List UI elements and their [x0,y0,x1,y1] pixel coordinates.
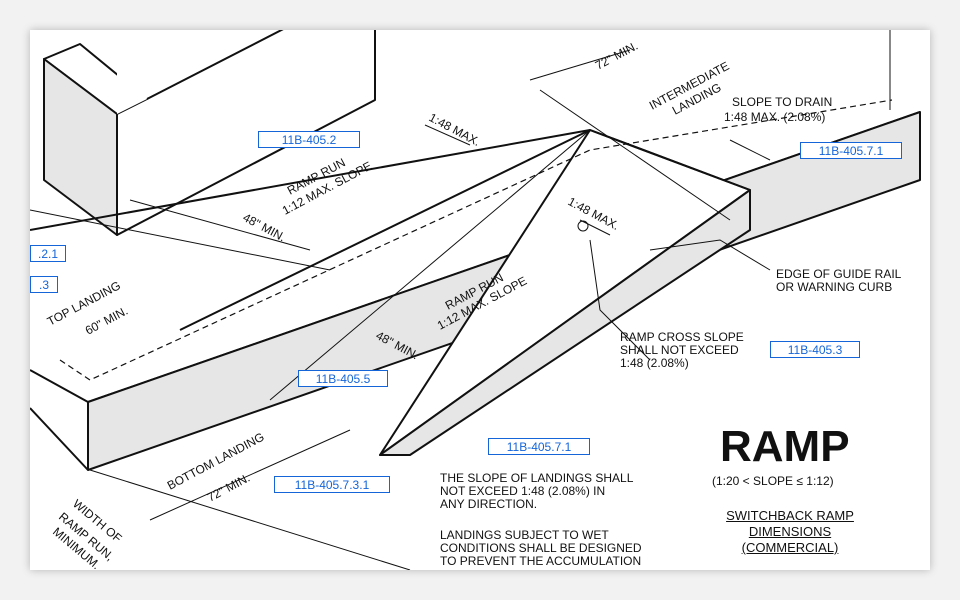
max-148-lower: 1:48 MAX. [566,194,622,233]
dim-48-upper: 48" MIN. [241,210,288,244]
landing-slope-note: THE SLOPE OF LANDINGS SHALL NOT EXCEED 1… [440,472,633,511]
dim-72-bottom: 72" MIN. [205,471,252,505]
note-line: ANY DIRECTION. [440,497,538,511]
slope-drain-line1: SLOPE TO DRAIN [732,95,832,109]
max-148-upper: 1:48 MAX. [427,110,483,149]
note-line: CONDITIONS SHALL BE DESIGNED [440,541,642,555]
ramp-drawing [30,30,921,570]
title-line: SWITCHBACK RAMP [726,508,854,523]
note-line: SHALL NOT EXCEED [620,343,739,357]
note-line: RAMP CROSS SLOPE [620,330,744,344]
code-ref-11b-405-7-1-lower: 11B-405.7.1 [488,438,590,455]
title-line: (COMMERCIAL) [741,540,839,555]
code-ref-11b-405-7-3-1: 11B-405.7.3.1 [274,476,390,493]
code-ref-11b-405-2: 11B-405.2 [258,131,360,148]
wall-front-face [117,30,147,114]
code-ref-11b-405-5: 11B-405.5 [298,370,388,387]
dim-72-top: 72" MIN. [593,39,640,73]
title-block-name: SWITCHBACK RAMP DIMENSIONS (COMMERCIAL) [710,508,870,556]
note-line: LANDINGS SUBJECT TO WET [440,528,609,542]
title-main: RAMP [720,422,850,471]
code-ref-partial-3: .3 [30,276,58,293]
drawing-sheet: 72" MIN. INTERMEDIATE LANDING SLOPE TO D… [30,30,930,570]
note-line: NOT EXCEED 1:48 (2.08%) IN [440,484,606,498]
code-ref-11b-405-7-1-upper: 11B-405.7.1 [800,142,902,159]
note-line: OR WARNING CURB [776,280,893,294]
title-subtitle: (1:20 < SLOPE ≤ 1:12) [712,474,834,488]
cross-slope-note: RAMP CROSS SLOPE SHALL NOT EXCEED 1:48 (… [620,331,744,370]
dim-48-lower: 48" MIN. [374,328,421,362]
guide-rail-line [59,99,893,381]
wet-conditions-note: LANDINGS SUBJECT TO WET CONDITIONS SHALL… [440,529,642,568]
slope-drain-line2: 1:48 MAX. (2.08%) [724,110,825,124]
note-line: 1:48 (2.08%) [620,356,689,370]
dim-60: 60" MIN. [83,304,130,338]
note-line: EDGE OF GUIDE RAIL [776,267,902,281]
edge-guide-rail-note: EDGE OF GUIDE RAIL OR WARNING CURB [776,268,901,294]
code-ref-11b-405-3: 11B-405.3 [770,341,860,358]
note-line: THE SLOPE OF LANDINGS SHALL [440,471,634,485]
note-line: TO PREVENT THE ACCUMULATION [440,554,642,568]
lower-ramp-side [379,189,751,456]
title-line: DIMENSIONS [748,524,832,539]
code-ref-partial-2-1: .2.1 [30,245,66,262]
